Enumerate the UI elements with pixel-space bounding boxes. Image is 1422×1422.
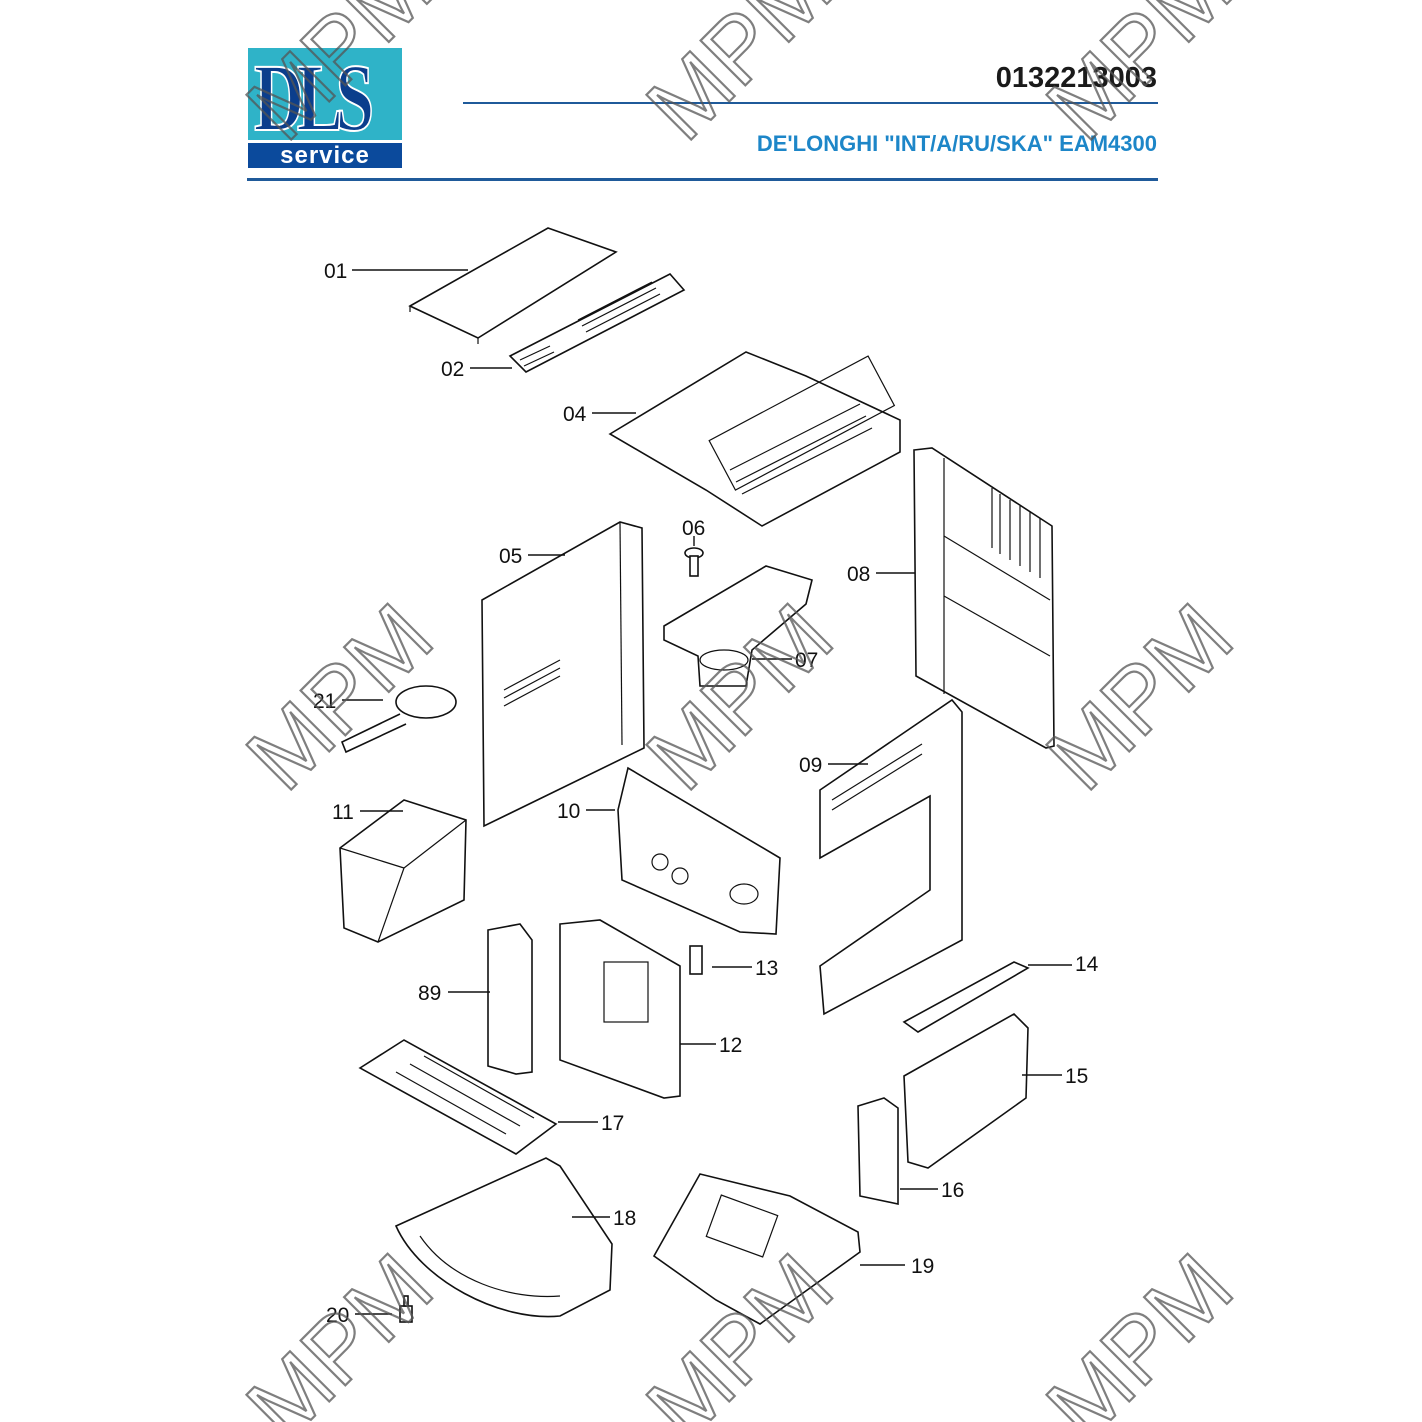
part-06-knob <box>684 547 704 577</box>
header-divider <box>463 102 1158 104</box>
part-08-rear-panel <box>913 447 1055 749</box>
part-label-10: 10 <box>557 800 580 823</box>
part-89-side-cover <box>487 923 533 1075</box>
part-label-21: 21 <box>313 690 336 713</box>
part-17-drip-grid <box>358 1039 558 1155</box>
watermark: MPM <box>628 0 852 159</box>
part-19-base <box>652 1173 861 1325</box>
part-21-scoop <box>340 685 457 754</box>
watermark: MPM <box>1028 1235 1252 1422</box>
watermark: MPM <box>1028 0 1252 159</box>
part-label-04: 04 <box>563 403 587 426</box>
part-15-grounds-container <box>903 1013 1029 1169</box>
part-label-18: 18 <box>613 1207 636 1230</box>
part-label-15: 15 <box>1065 1065 1088 1088</box>
part-label-16: 16 <box>941 1179 964 1202</box>
part-label-14: 14 <box>1075 953 1099 976</box>
part-05-side-panel <box>481 521 645 828</box>
logo-service-text: service <box>248 143 402 168</box>
part-label-02: 02 <box>441 358 464 381</box>
part-label-89: 89 <box>418 982 441 1005</box>
part-11-water-tank <box>339 799 467 943</box>
part-18-drip-tray <box>394 1157 613 1318</box>
part-label-19: 19 <box>911 1255 934 1278</box>
part-label-08: 08 <box>847 563 870 586</box>
part-label-11: 11 <box>332 801 354 824</box>
part-02-grille <box>508 273 686 373</box>
header-bottom-divider <box>247 178 1158 181</box>
part-label-05: 05 <box>499 545 522 568</box>
part-20-foot <box>399 1295 413 1323</box>
dls-service-logo: DLS service <box>248 43 402 168</box>
part-04-top-frame <box>608 351 901 527</box>
part-label-09: 09 <box>799 754 822 777</box>
part-07-drip-funnel <box>663 565 813 687</box>
part-14-tray-cover <box>902 961 1030 1033</box>
part-01-lid <box>408 227 618 344</box>
part-label-13: 13 <box>755 957 778 980</box>
part-label-01: 01 <box>324 260 347 283</box>
document-code: 0132213003 <box>995 62 1157 94</box>
part-12-front-frame <box>559 919 681 1099</box>
watermark: MPM <box>228 1235 452 1422</box>
part-09-side-panel-right <box>819 698 963 1016</box>
part-label-20: 20 <box>326 1304 349 1327</box>
part-label-06: 06 <box>682 517 705 540</box>
part-label-12: 12 <box>719 1034 742 1057</box>
part-16-side-cover <box>857 1097 899 1205</box>
watermark: MPM <box>1028 585 1252 809</box>
part-13-latch <box>689 945 703 975</box>
logo-dls-text: DLS <box>253 43 374 152</box>
part-label-07: 07 <box>795 649 818 672</box>
part-label-17: 17 <box>601 1112 624 1135</box>
model-title: DE'LONGHI "INT/A/RU/SKA" EAM4300 <box>756 131 1157 156</box>
part-10-control-panel <box>617 766 781 935</box>
leader-lines <box>342 269 1072 1315</box>
watermark: MPM <box>228 0 452 159</box>
